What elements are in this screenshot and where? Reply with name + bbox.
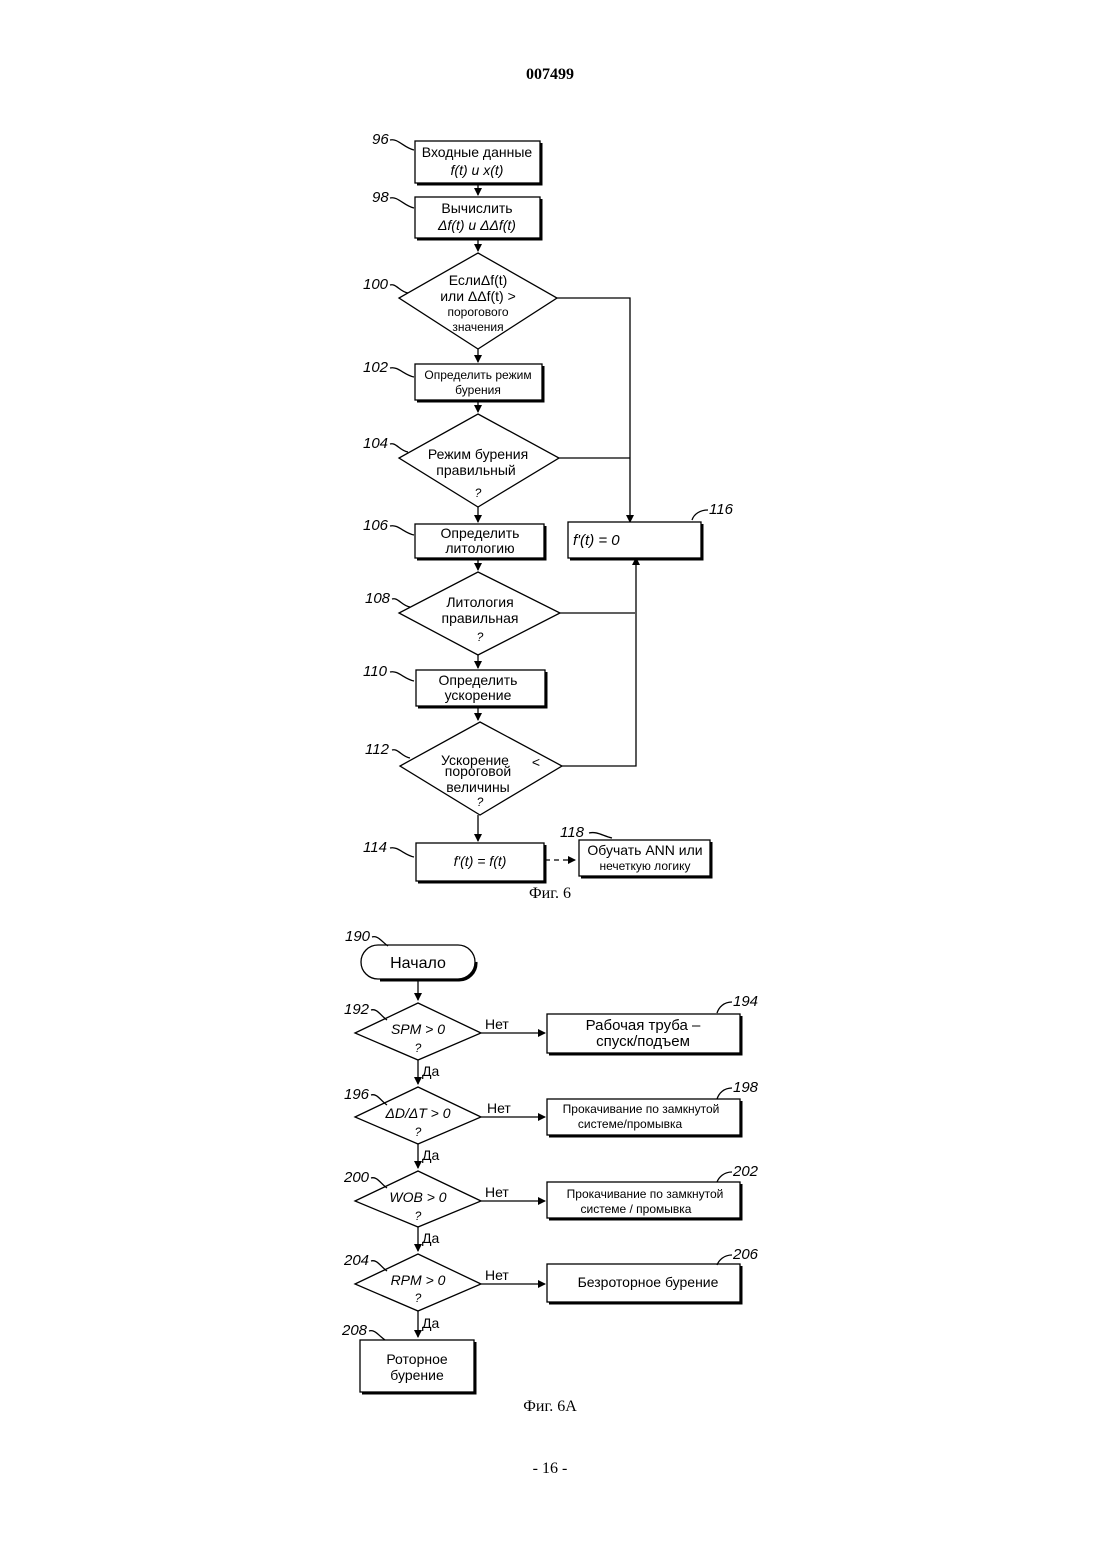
ref-194: 194 — [733, 993, 758, 1010]
ref-116: 116 — [709, 501, 734, 518]
rop-yes-label: Да — [422, 1147, 439, 1163]
ref-108: 108 — [365, 590, 391, 607]
rop-question: ? — [415, 1125, 422, 1139]
ref-98: 98 — [372, 189, 389, 206]
ref-192: 192 — [344, 1001, 370, 1018]
ref-202: 202 — [732, 1163, 759, 1180]
acceleration-threshold-question: ? — [477, 795, 484, 809]
determine-mode-line1: Определить режим — [424, 368, 531, 382]
determine-lithology-line1: Определить — [441, 525, 520, 541]
nonrotary-drilling-label: Безроторное бурение — [578, 1274, 719, 1290]
circulation-2-line1: Прокачивание по замкнутой — [567, 1187, 724, 1201]
lithology-correct-line1: Литология — [446, 594, 513, 610]
acceleration-threshold-less-than: < — [532, 754, 540, 770]
zero-output-text: f'(t) = 0 — [573, 532, 620, 549]
threshold-check-line1: ЕслиΔf(t) — [449, 272, 508, 288]
rotary-drilling-line2: бурение — [390, 1367, 444, 1383]
ref-110: 110 — [363, 663, 388, 680]
rop-no-label: Нет — [487, 1100, 511, 1116]
rpm-condition: RPM > 0 — [391, 1272, 446, 1288]
rpm-no-label: Нет — [485, 1267, 509, 1283]
threshold-check-line3: порогового — [447, 305, 508, 319]
ref-208: 208 — [341, 1322, 368, 1339]
ref-196: 196 — [344, 1086, 370, 1103]
circulation-2-line2: системе / промывка — [581, 1202, 692, 1216]
rpm-question: ? — [415, 1291, 422, 1305]
rotary-drilling-line1: Роторное — [386, 1351, 448, 1367]
wob-condition: WOB > 0 — [389, 1189, 446, 1205]
figure-6-caption: Фиг. 6 — [0, 885, 1100, 903]
rpm-yes-label: Да — [422, 1315, 439, 1331]
determine-mode-line2: бурения — [455, 383, 501, 397]
determine-lithology-line2: литологию — [445, 540, 514, 556]
ref-206: 206 — [732, 1246, 759, 1263]
acceleration-threshold-line2: пороговой — [445, 763, 511, 779]
spm-yes-label: Да — [422, 1063, 439, 1079]
circulation-1-line2: системе/промывка — [578, 1117, 683, 1131]
ref-204: 204 — [343, 1252, 369, 1269]
ref-198: 198 — [733, 1079, 759, 1096]
threshold-check-line2: или ΔΔf(t) > — [440, 288, 516, 304]
wob-no-label: Нет — [485, 1184, 509, 1200]
ref-102: 102 — [363, 359, 389, 376]
ref-104: 104 — [363, 435, 388, 452]
figure-6-flowchart: Входные данные f(t) и x(t) Вычислить Δf(… — [363, 131, 734, 882]
ref-106: 106 — [363, 517, 389, 534]
figure-6a-caption: Фиг. 6А — [0, 1398, 1100, 1416]
rop-condition: ΔD/ΔT > 0 — [384, 1105, 450, 1121]
ref-96: 96 — [372, 131, 389, 148]
lithology-correct-question: ? — [477, 630, 484, 644]
input-data-line2: f(t) и x(t) — [451, 162, 504, 178]
start-label: Начало — [390, 955, 446, 972]
mode-correct-question: ? — [475, 486, 482, 500]
spm-question: ? — [415, 1041, 422, 1055]
train-model-line1: Обучать ANN или — [587, 842, 702, 858]
figure-6a-flowchart: Начало SPM > 0 ? Нет Да Рабочая труба – … — [341, 928, 759, 1393]
tripping-line1: Рабочая труба – — [586, 1017, 701, 1034]
circulation-1-line1: Прокачивание по замкнутой — [563, 1102, 720, 1116]
compute-deltas-line2: Δf(t) и ΔΔf(t) — [437, 217, 516, 233]
threshold-check-line4: значения — [452, 320, 503, 334]
ref-112: 112 — [365, 741, 390, 758]
ref-118: 118 — [560, 824, 585, 841]
mode-correct-line2: правильный — [436, 462, 516, 478]
wob-question: ? — [415, 1209, 422, 1223]
wob-yes-label: Да — [422, 1230, 439, 1246]
acceleration-threshold-line3: величины — [446, 779, 510, 795]
determine-acceleration-line2: ускорение — [445, 687, 512, 703]
assign-output-text: f'(t) = f(t) — [454, 853, 507, 869]
spm-condition: SPM > 0 — [391, 1021, 445, 1037]
ref-100: 100 — [363, 276, 389, 293]
mode-correct-line1: Режим бурения — [428, 446, 528, 462]
compute-deltas-line1: Вычислить — [441, 200, 512, 216]
ref-114: 114 — [363, 839, 387, 856]
tripping-line2: спуск/подъем — [596, 1033, 690, 1050]
input-data-line1: Входные данные — [422, 144, 533, 160]
train-model-line2: нечеткую логику — [600, 859, 691, 873]
spm-no-label: Нет — [485, 1016, 509, 1032]
lithology-correct-line2: правильная — [442, 610, 519, 626]
determine-acceleration-line1: Определить — [439, 672, 518, 688]
page-number: - 16 - — [0, 1460, 1100, 1478]
ref-190: 190 — [345, 928, 371, 945]
ref-200: 200 — [343, 1169, 370, 1186]
